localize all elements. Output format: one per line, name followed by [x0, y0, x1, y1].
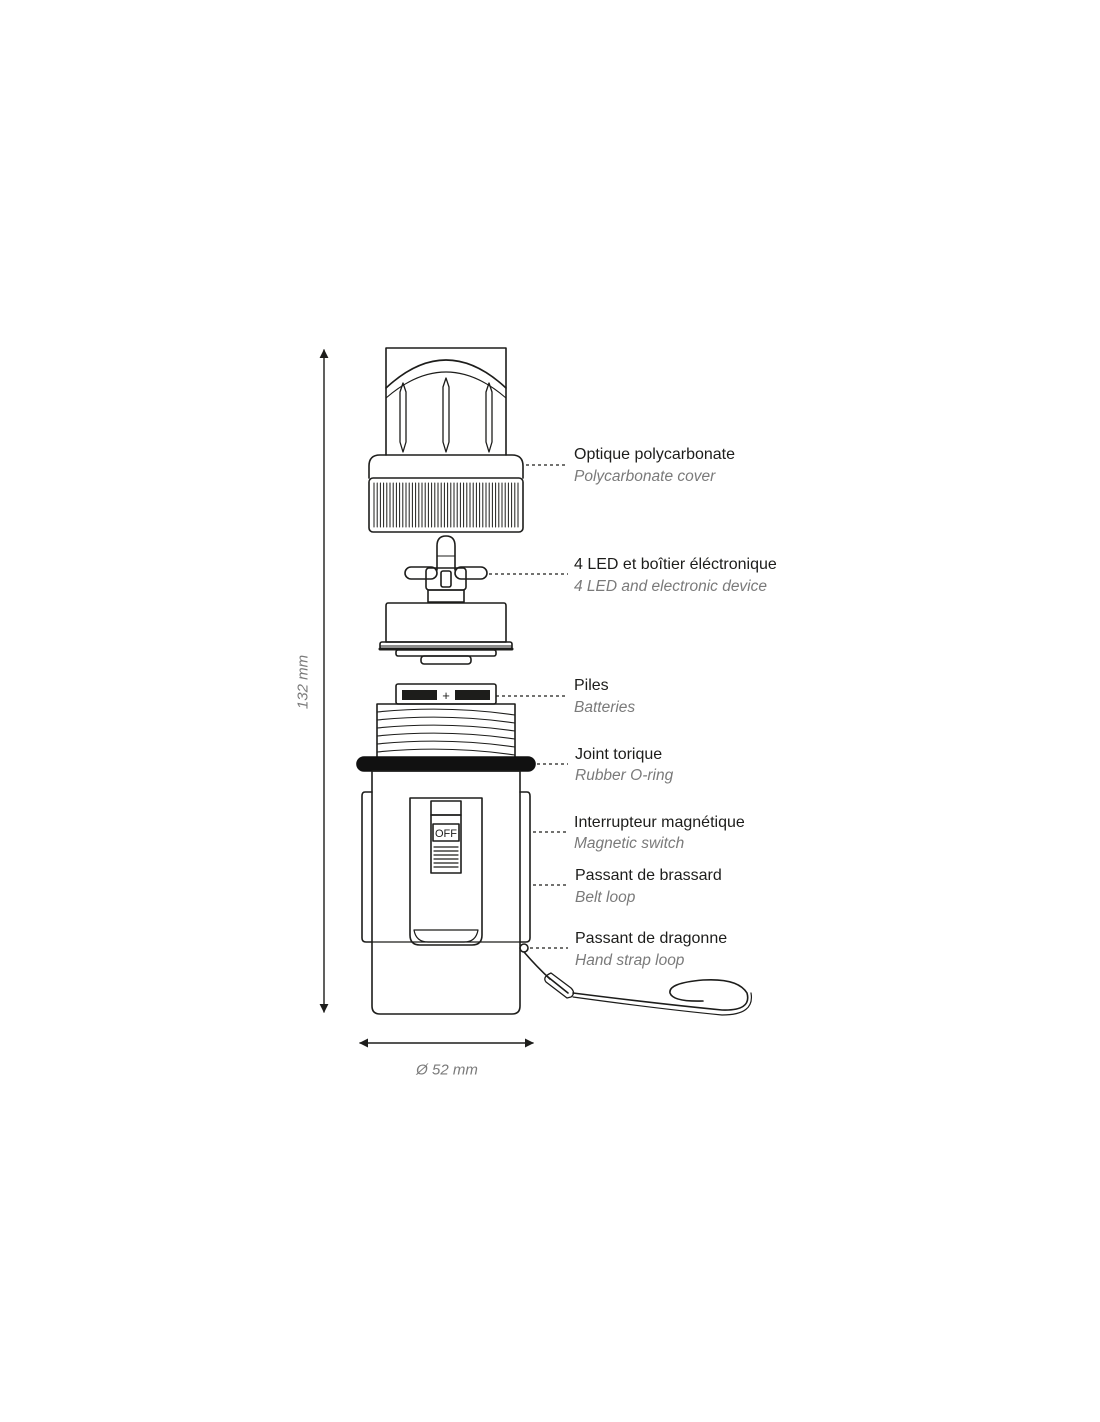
label-cover-en: Polycarbonate cover	[574, 468, 716, 485]
leader-lines	[489, 464, 568, 949]
knurled-ring-ridges	[373, 482, 519, 528]
label-belt-loop-en: Belt loop	[575, 889, 636, 906]
threaded-neck	[376, 703, 516, 759]
belt-loop	[409, 797, 483, 946]
label-switch-fr: Interrupteur magnétique	[574, 814, 745, 831]
height-dimension-label: 132 mm	[294, 654, 312, 710]
led-electronic-device	[378, 535, 514, 665]
label-cover-fr: Optique polycarbonate	[574, 446, 735, 463]
thread-lines	[376, 708, 516, 756]
label-belt-loop-fr: Passant de brassard	[575, 867, 722, 884]
label-strap-fr: Passant de dragonne	[575, 930, 728, 947]
label-led-fr: 4 LED et boîtier éléctronique	[574, 556, 777, 573]
hand-strap-loop	[519, 943, 753, 1016]
label-o-ring-fr: Joint torique	[575, 746, 663, 763]
switch-off-label: OFF	[435, 828, 457, 840]
diameter-dimension-label: Ø 52 mm	[416, 1061, 478, 1079]
label-batteries-fr: Piles	[574, 677, 609, 694]
label-strap-en: Hand strap loop	[575, 952, 685, 969]
label-o-ring-en: Rubber O-ring	[575, 767, 674, 784]
polycarbonate-cover	[368, 347, 524, 533]
main-body	[361, 770, 531, 1015]
rubber-o-ring	[356, 756, 536, 772]
magnetic-switch: OFF	[430, 800, 462, 874]
label-batteries-en: Batteries	[574, 699, 636, 716]
label-switch-en: Magnetic switch	[574, 835, 685, 852]
batteries: +	[395, 683, 497, 705]
label-led-en: 4 LED and electronic device	[574, 578, 768, 595]
battery-polarity-sign: +	[442, 688, 450, 703]
